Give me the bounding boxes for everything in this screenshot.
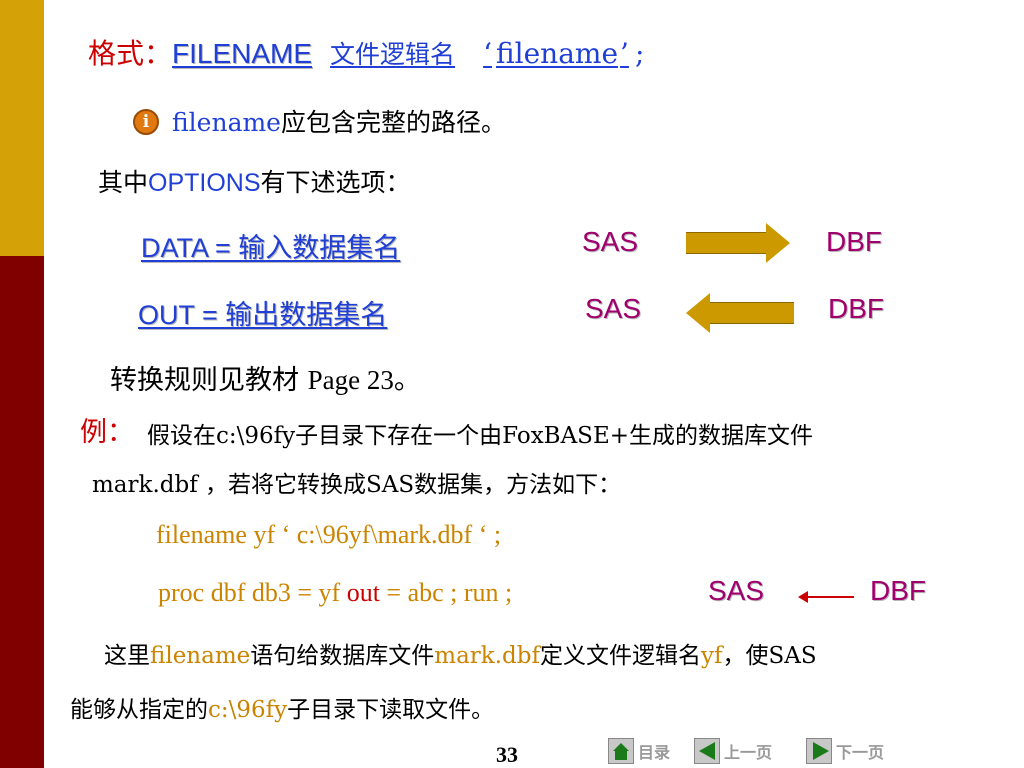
code-line-filename: filename yf ‘ c:\96yf\mark.dbf ‘ ;	[156, 520, 502, 549]
example-line-2: mark.dbf ，若将它转换成SAS数据集，方法如下：	[92, 472, 622, 498]
left-accent-bar-maroon	[0, 256, 44, 768]
out-option: OUT = 输出数据集名	[138, 300, 388, 330]
thin-arrow-left-icon	[798, 591, 854, 603]
out-dbf-label: DBF	[828, 293, 884, 324]
rule-post: 。	[393, 365, 421, 396]
explain-p8: 能够从指定的	[70, 697, 208, 723]
explain-p7: ，使SAS	[722, 643, 817, 669]
options-pre: 其中	[98, 168, 149, 197]
rule-reference: 转换规则见教材 Page 23。	[110, 358, 421, 397]
example-label: 例：	[80, 417, 134, 448]
options-post: 有下述选项：	[260, 168, 411, 197]
next-label: 下一页	[836, 743, 885, 762]
code-line-proc: proc dbf db3 = yf out = abc ; run ;	[158, 578, 512, 608]
options-intro: 其中OPTIONS有下述选项：	[98, 163, 411, 199]
format-prefix: 格式：	[88, 37, 173, 70]
code-sas-label: SAS	[708, 575, 765, 606]
explain-line-2: 能够从指定的c:\96fy子目录下读取文件。	[70, 690, 494, 724]
data-option: DATA = 输入数据集名	[141, 233, 401, 263]
code-proc-part-b: = abc ; run ;	[379, 578, 513, 607]
rule-page: Page 23	[307, 365, 394, 395]
logical-name: 文件逻辑名	[330, 40, 456, 69]
explain-p4: mark.dbf	[434, 643, 540, 669]
explain-p9: c:\96fy	[208, 697, 288, 723]
format-line: 格式：FILENAME 文件逻辑名 ‘filename’;	[88, 32, 644, 72]
info-icon: i	[133, 109, 159, 135]
triangle-right-icon	[806, 738, 832, 764]
quote-close: ’	[620, 37, 629, 70]
path-note-filename: filename	[172, 108, 281, 137]
filename-keyword: FILENAME	[172, 38, 313, 69]
left-accent-bar-gold	[0, 0, 44, 256]
explain-p10: 子目录下读取文件。	[287, 697, 495, 723]
page-number: 33	[496, 742, 518, 767]
out-sas-label: SAS	[585, 293, 642, 324]
arrow-left-icon	[686, 293, 794, 333]
options-keyword: OPTIONS	[148, 169, 261, 197]
prev-label: 上一页	[724, 743, 773, 762]
quote-open: ‘	[483, 37, 492, 70]
example-line-1: 假设在c:\96fy子目录下存在一个由FoxBASE+生成的数据库文件	[147, 423, 814, 449]
explain-line-1: 这里filename语句给数据库文件mark.dbf定义文件逻辑名yf，使SAS	[104, 636, 817, 670]
home-icon	[608, 738, 634, 764]
explain-p2: filename	[150, 643, 251, 669]
explain-p5: 定义文件逻辑名	[540, 643, 701, 669]
data-sas-label: SAS	[582, 226, 639, 257]
explain-p1: 这里	[104, 643, 150, 669]
data-dbf-label: DBF	[826, 226, 882, 257]
triangle-left-icon	[694, 738, 720, 764]
explain-p6: yf	[701, 643, 723, 669]
toc-label: 目录	[638, 743, 671, 762]
format-semicolon: ;	[634, 37, 645, 70]
code-dbf-label: DBF	[870, 575, 926, 606]
prev-page-button[interactable]: 上一页	[694, 738, 772, 764]
path-note-text: 应包含完整的路径。	[280, 108, 506, 137]
code-out-keyword: out	[346, 578, 380, 607]
rule-pre: 转换规则见教材	[110, 365, 308, 396]
toc-button[interactable]: 目录	[608, 738, 670, 764]
explain-p3: 语句给数据库文件	[250, 643, 435, 669]
filename-literal: filename	[495, 37, 619, 70]
code-proc-part-a: proc dbf db3 = yf	[158, 578, 347, 607]
path-note: filename应包含完整的路径。	[172, 103, 506, 139]
arrow-right-icon	[686, 223, 790, 263]
next-page-button[interactable]: 下一页	[806, 738, 884, 764]
